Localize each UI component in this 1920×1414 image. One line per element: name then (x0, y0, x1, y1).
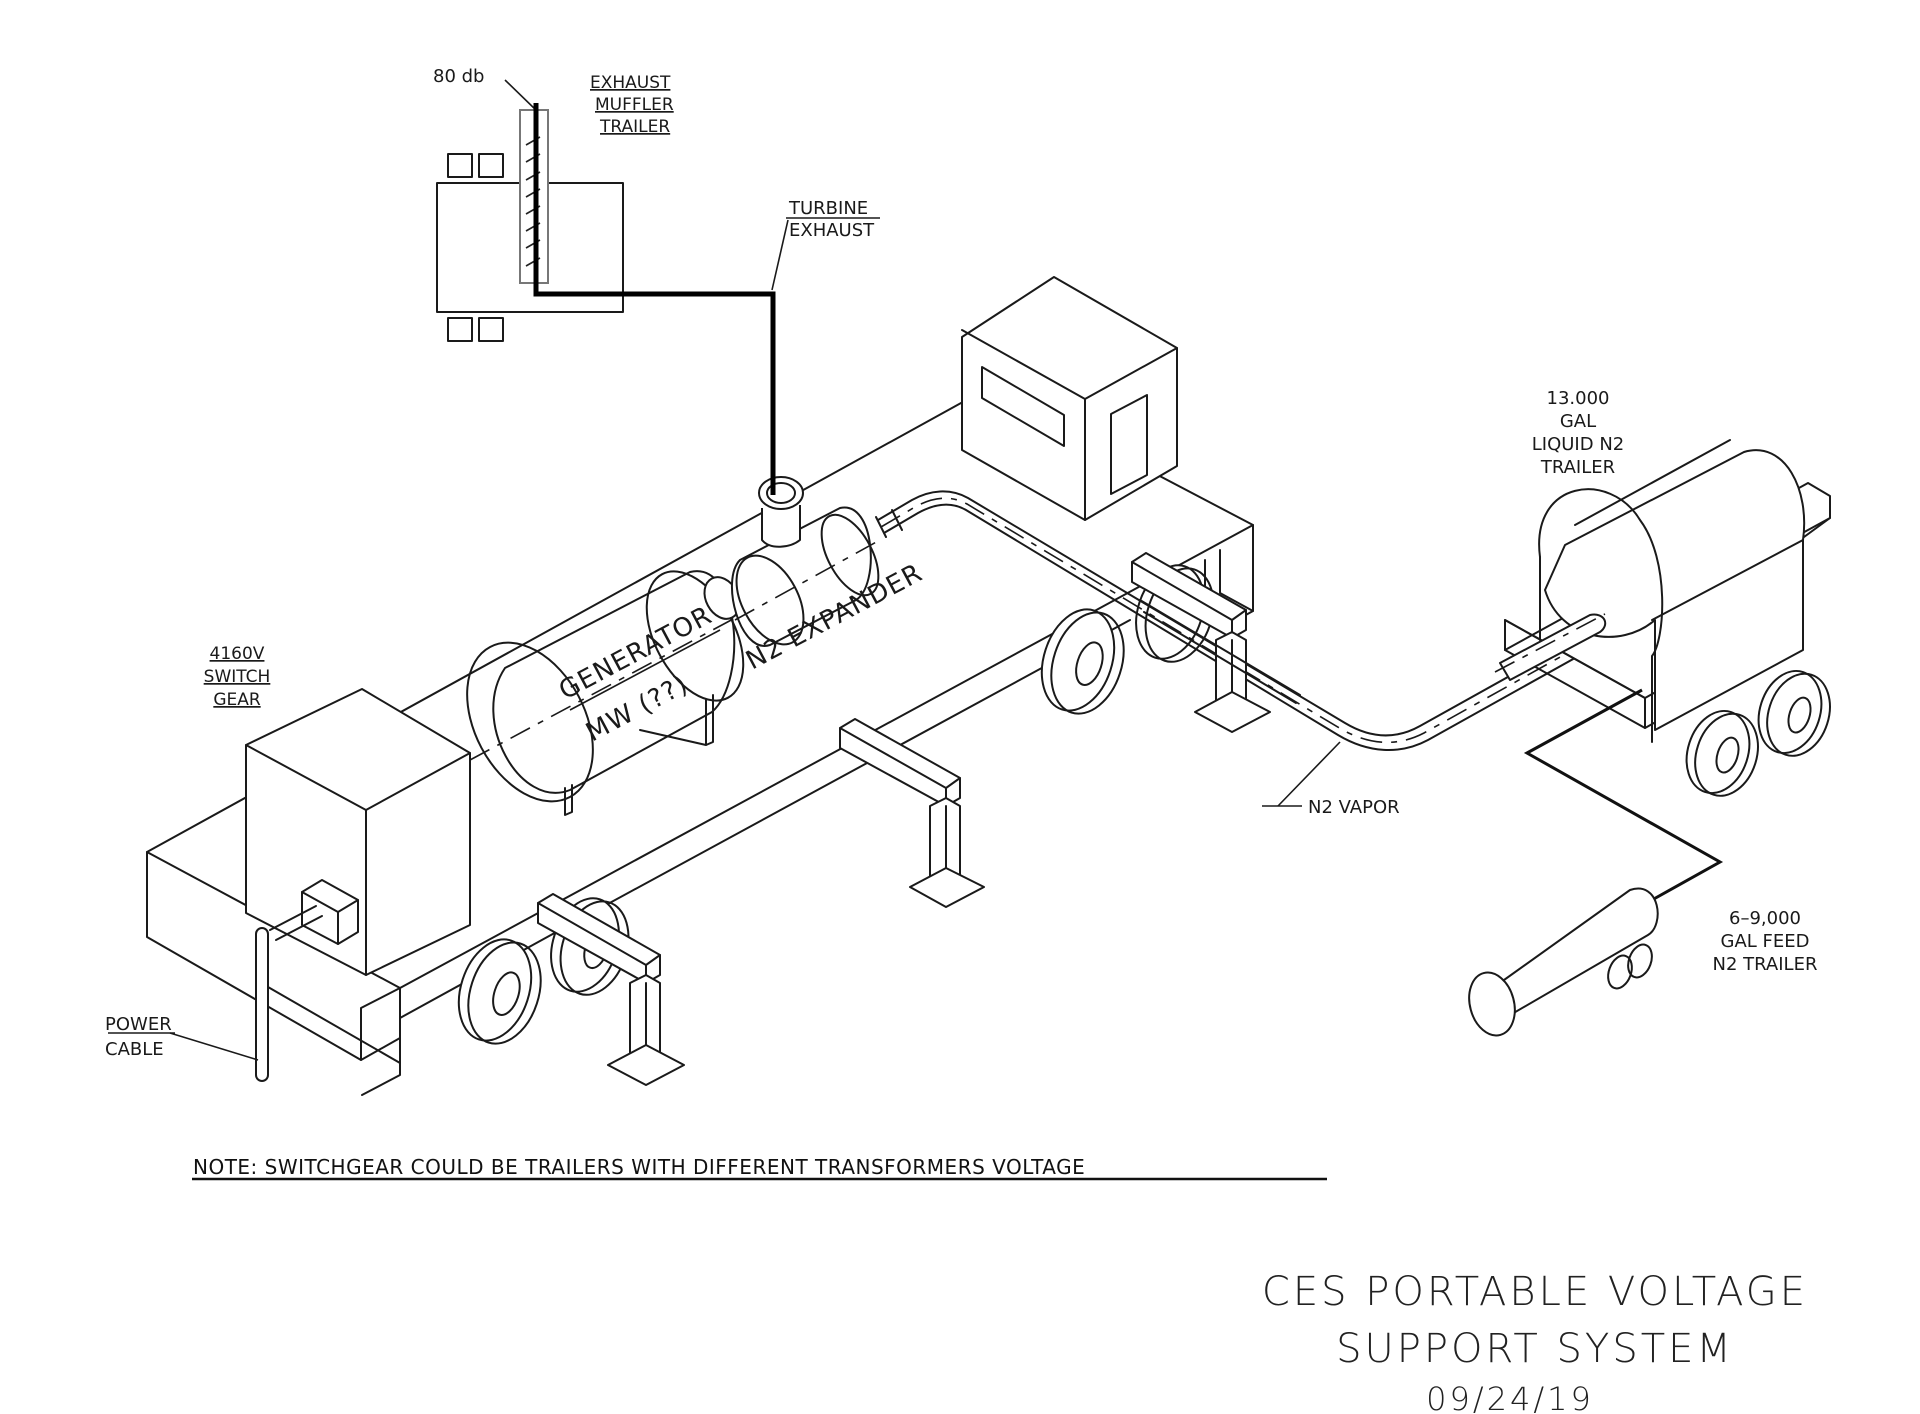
generator (466, 570, 745, 816)
n2-vapor-label: N2 VAPOR (1308, 797, 1400, 818)
turbine-exhaust-label-line1: TURBINE (788, 198, 868, 219)
switchgear-label-line1: 4160V (210, 644, 265, 664)
power-cable-label-line2: CABLE (105, 1039, 164, 1060)
liquid-n2-label-line3: LIQUID N2 (1532, 434, 1625, 455)
feed-line (1523, 688, 1724, 902)
power-cable-label-line1: POWER (105, 1014, 172, 1035)
muffler-label-line2: MUFFLER (595, 95, 674, 115)
power-cable (108, 927, 269, 1082)
feed-n2-label-line1: 6–9,000 (1729, 908, 1801, 929)
wheel-icon (1685, 709, 1759, 797)
switchgear (245, 688, 471, 976)
drawing-note: NOTE: SWITCHGEAR COULD BE TRAILERS WITH … (193, 1155, 1085, 1179)
title-line2: SUPPORT SYSTEM (1336, 1326, 1734, 1372)
turbine-exhaust-leader (771, 219, 789, 291)
n2-vapor-leader (1277, 741, 1341, 807)
generator-label-rule (569, 629, 721, 711)
n2-vapor-pipe (875, 490, 1619, 807)
switchgear-label-line3: GEAR (213, 690, 261, 710)
pipe-support-icon (1131, 552, 1271, 733)
turbine-exhaust-duct (533, 103, 776, 492)
muffler-trailer-wheel (447, 153, 473, 178)
pipe-support-icon (537, 893, 685, 1086)
muffler-trailer-wheel (478, 153, 504, 178)
pipe-support-icon (839, 718, 985, 908)
muffler-trailer-wheel (478, 317, 504, 342)
title-line1: CES PORTABLE VOLTAGE (1262, 1269, 1808, 1315)
noise-level-label: 80 db (433, 66, 484, 87)
cab-window-icon (981, 366, 1065, 447)
wheel-icon (1757, 669, 1831, 757)
pipe-supports (537, 552, 1301, 1086)
switchgear-label-line2: SWITCH (204, 667, 271, 687)
liquid-n2-label-line2: GAL (1560, 411, 1596, 432)
wheel-icon (457, 938, 542, 1045)
n2-expander (703, 430, 881, 647)
liquid-n2-trailer (1494, 439, 1831, 797)
wheel-icon (1040, 608, 1125, 715)
muffler-label-line3: TRAILER (599, 117, 670, 137)
noise-leader-line (504, 79, 539, 113)
exhaust-muffler-trailer (436, 79, 624, 342)
feed-n2-label-line2: GAL FEED (1721, 931, 1810, 952)
liquid-n2-label-line4: TRAILER (1540, 457, 1615, 478)
muffler-label-line1: EXHAUST (590, 73, 671, 93)
control-cab (961, 276, 1178, 521)
liquid-n2-label-line1: 13.000 (1547, 388, 1610, 409)
cab-door-icon (1110, 394, 1148, 495)
feed-n2-trailer (1468, 887, 1659, 1037)
feed-n2-label-line3: N2 TRAILER (1713, 954, 1818, 975)
title-date: 09/24/19 (1426, 1380, 1594, 1414)
turbine-exhaust-label-line2: EXHAUST (789, 220, 875, 241)
power-cable-leader (169, 1032, 259, 1061)
muffler-trailer-wheel (447, 317, 473, 342)
